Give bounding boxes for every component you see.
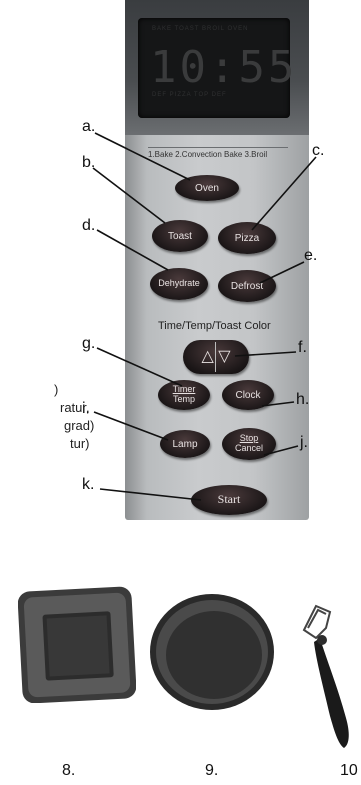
display-top-indicators: BAKE TOAST BROIL OVEN xyxy=(152,26,249,32)
oven-label: Oven xyxy=(195,182,219,194)
callout-i: i. xyxy=(82,400,90,417)
callout-k: k. xyxy=(82,476,95,493)
tray-handle-image xyxy=(302,604,349,748)
led-display xyxy=(138,18,290,118)
callout-b: b. xyxy=(82,154,96,171)
timer-temp-button[interactable]: Timer Temp xyxy=(158,380,210,410)
callout-c: c. xyxy=(312,142,325,159)
defrost-label: Defrost xyxy=(230,280,264,292)
up-down-button[interactable]: △ ▽ xyxy=(183,340,249,374)
temp-label: Temp xyxy=(172,394,195,404)
toast-label: Toast xyxy=(168,230,192,242)
pan-number: 9. xyxy=(205,762,219,779)
handle-number: 10 xyxy=(340,762,358,779)
display-time: 10:55 xyxy=(150,42,298,93)
pizza-button[interactable]: Pizza xyxy=(218,222,276,254)
mode-divider xyxy=(148,147,288,148)
pizza-pan-image xyxy=(150,594,274,710)
cancel-label: Cancel xyxy=(234,443,263,453)
callout-g: g. xyxy=(82,335,96,352)
pizza-label: Pizza xyxy=(234,232,260,244)
arrow-divider xyxy=(215,342,216,372)
display-bottom-indicators: DEF PIZZA TOP DEF xyxy=(152,92,227,98)
baking-tray-image xyxy=(18,586,136,703)
callout-a: a. xyxy=(82,118,96,135)
lamp-button[interactable]: Lamp xyxy=(160,430,210,458)
callout-e: e. xyxy=(304,247,318,264)
dehydrate-label: Dehydrate xyxy=(158,278,200,289)
stop-label: Stop xyxy=(239,433,259,444)
side-text-2: ratur, xyxy=(60,400,90,415)
dehydrate-button[interactable]: Dehydrate xyxy=(150,268,208,300)
side-text-1: ) xyxy=(54,382,59,397)
mode-text: 1.Bake 2.Convection Bake 3.Broil xyxy=(148,150,268,159)
side-text-3: grad) xyxy=(64,418,95,433)
start-label: Start xyxy=(217,492,241,507)
oven-button[interactable]: Oven xyxy=(175,175,239,201)
callout-f: f. xyxy=(298,339,307,356)
up-down-arrows: △ ▽ xyxy=(201,348,231,366)
tray-number: 8. xyxy=(62,762,76,779)
callout-d: d. xyxy=(82,217,96,234)
timer-label: Timer xyxy=(172,384,196,395)
time-temp-label: Time/Temp/Toast Color xyxy=(158,320,271,332)
lamp-label: Lamp xyxy=(172,438,198,450)
start-button[interactable]: Start xyxy=(191,485,267,515)
callout-j: j. xyxy=(300,434,308,451)
defrost-button[interactable]: Defrost xyxy=(218,270,276,302)
side-text-4: tur) xyxy=(70,436,90,451)
toast-button[interactable]: Toast xyxy=(152,220,208,252)
callout-h: h. xyxy=(296,391,310,408)
clock-label: Clock xyxy=(235,389,261,401)
